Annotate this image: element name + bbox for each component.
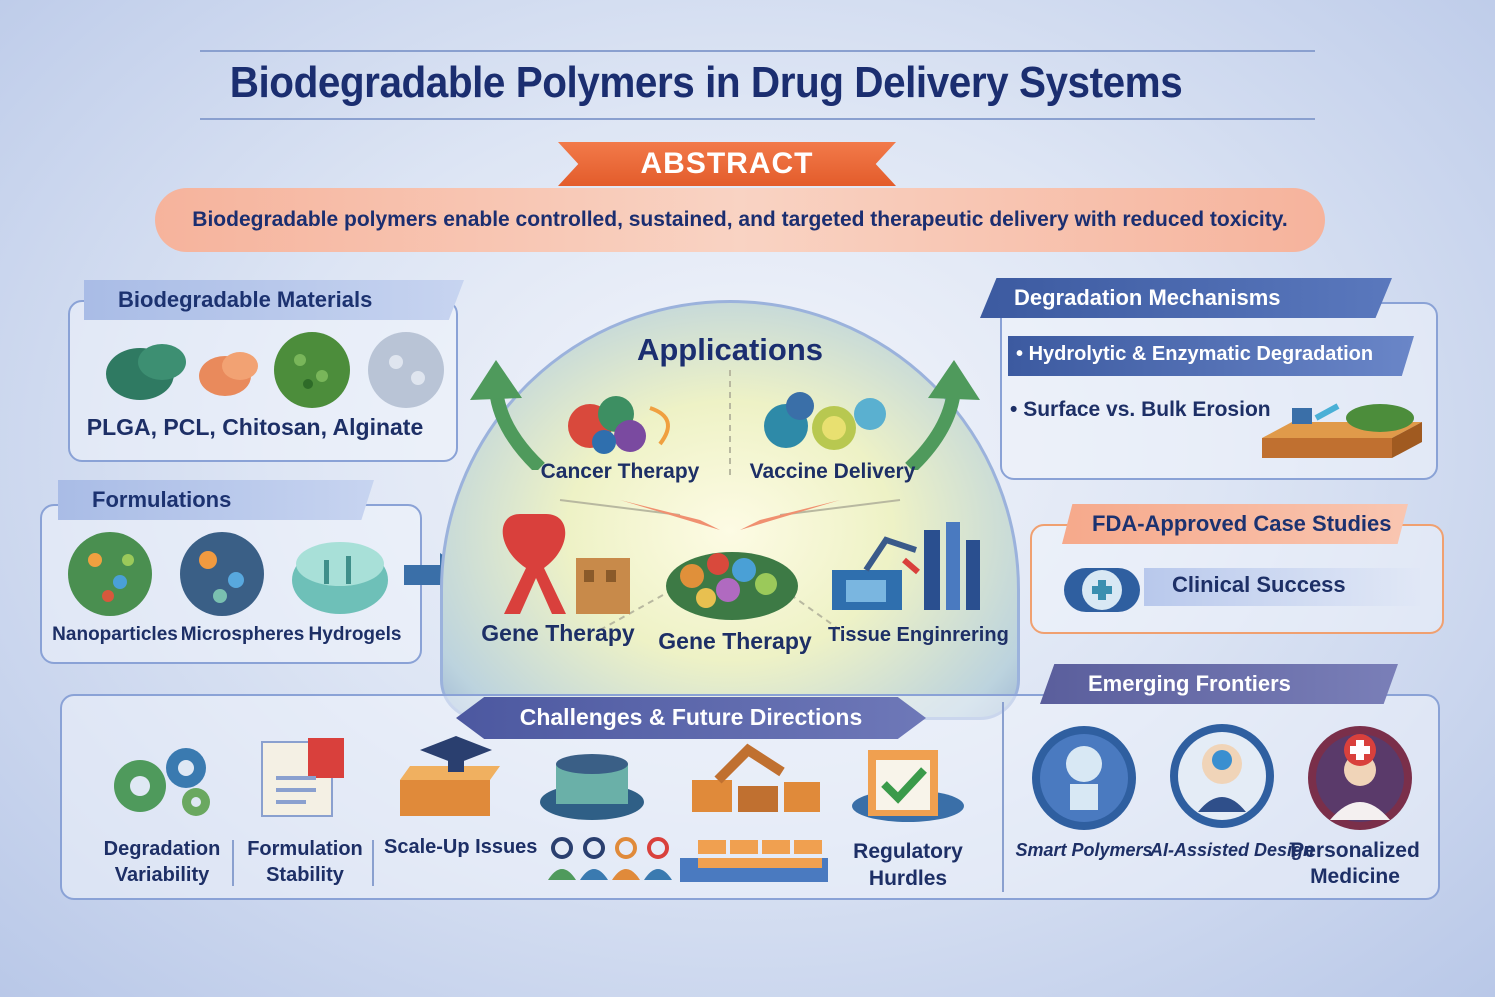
materials-list: PLGA, PCL, Chitosan, Alginate — [86, 414, 424, 440]
frontier-label-smart-polymers: Smart Polymers — [1015, 840, 1153, 860]
ai-brain-icon — [1170, 724, 1274, 828]
challenges-frontiers-divider — [1002, 702, 1004, 892]
tissue-engineering-icon — [832, 522, 980, 610]
materials-icons — [100, 332, 450, 412]
polymer-particles-icon — [106, 332, 444, 408]
challenges-heading: Challenges & Future Directions — [519, 704, 863, 730]
erosion-block-icon — [1262, 403, 1422, 458]
abstract-ribbon: ABSTRACT — [558, 142, 896, 186]
challenge-label-regulatory: Regulatory Hurdles — [853, 840, 963, 890]
degradation-item-hydrolytic-text: • Hydrolytic & Enzymatic Degradation — [1016, 343, 1374, 365]
document-icon — [261, 738, 344, 817]
degradation-item-hydrolytic — [1008, 336, 1414, 376]
separator-1 — [232, 840, 234, 886]
frontier-label-ai-design: AI-Assisted Design — [1150, 840, 1315, 860]
app-label-gene-therapy-center: Gene Therapy — [658, 628, 812, 654]
app-label-tissue-engineering: Tissue Enginrering — [828, 624, 1009, 646]
page-title: Biodegradable Polymers in Drug Delivery … — [229, 58, 1183, 107]
people-icon — [548, 837, 672, 880]
checklist-icon — [852, 750, 964, 822]
cancer-therapy-icon — [568, 396, 670, 454]
degradation-item-erosion: • Surface vs. Bulk Erosion — [1010, 398, 1271, 421]
green-arrow-right-icon — [905, 360, 980, 470]
frontiers-heading: Emerging Frontiers — [1040, 664, 1398, 704]
gears-icon — [114, 748, 210, 816]
formulations-heading: Formulations — [58, 480, 374, 520]
industrial-icon — [692, 743, 820, 812]
fda-heading: FDA-Approved Case Studies — [1062, 504, 1408, 544]
challenge-label-scale-up: Scale-Up Issues — [384, 836, 538, 858]
formulations-icons — [60, 530, 400, 620]
app-label-gene-therapy-left: Gene Therapy — [481, 620, 635, 646]
fda-item-bar — [1144, 568, 1420, 606]
challenge-label-formulation: Formulation Stability — [247, 838, 363, 886]
abstract-text: Biodegradable polymers enable controlled… — [155, 188, 1325, 252]
app-label-vaccine-delivery: Vaccine Delivery — [749, 460, 916, 483]
applications-heading: Applications — [636, 332, 823, 367]
shield-heart-icon — [1064, 568, 1140, 612]
container-icon — [540, 754, 644, 820]
scale-up-box-icon — [400, 736, 500, 816]
hydrogel-icon — [292, 542, 388, 614]
gene-therapy-particles-icon — [666, 552, 798, 620]
degradation-heading: Degradation Mechanisms — [980, 278, 1392, 318]
formulation-label-nanoparticles: Nanoparticles — [52, 624, 178, 645]
app-label-cancer-therapy: Cancer Therapy — [540, 460, 700, 483]
separator-2 — [372, 840, 374, 886]
challenges-heading-bar — [456, 697, 926, 739]
personalized-medicine-icon — [1308, 726, 1412, 830]
frontier-label-personalized-medicine: Personalized Medicine — [1290, 839, 1420, 888]
formulation-label-microspheres: Microspheres — [180, 624, 305, 645]
challenge-label-degradation: Degradation Variability — [103, 838, 221, 886]
green-arrow-left-icon — [470, 360, 545, 470]
production-line-icon — [680, 840, 828, 882]
vaccine-delivery-icon — [764, 392, 886, 450]
fda-item: Clinical Success — [1172, 572, 1346, 597]
smart-polymer-icon — [1032, 726, 1136, 830]
ribbon-icon — [502, 514, 630, 614]
materials-heading: Biodegradable Materials — [84, 280, 464, 320]
formulation-label-hydrogels: Hydrogels — [308, 624, 402, 645]
nanoparticle-icon — [68, 532, 152, 616]
microsphere-icon — [180, 532, 264, 616]
